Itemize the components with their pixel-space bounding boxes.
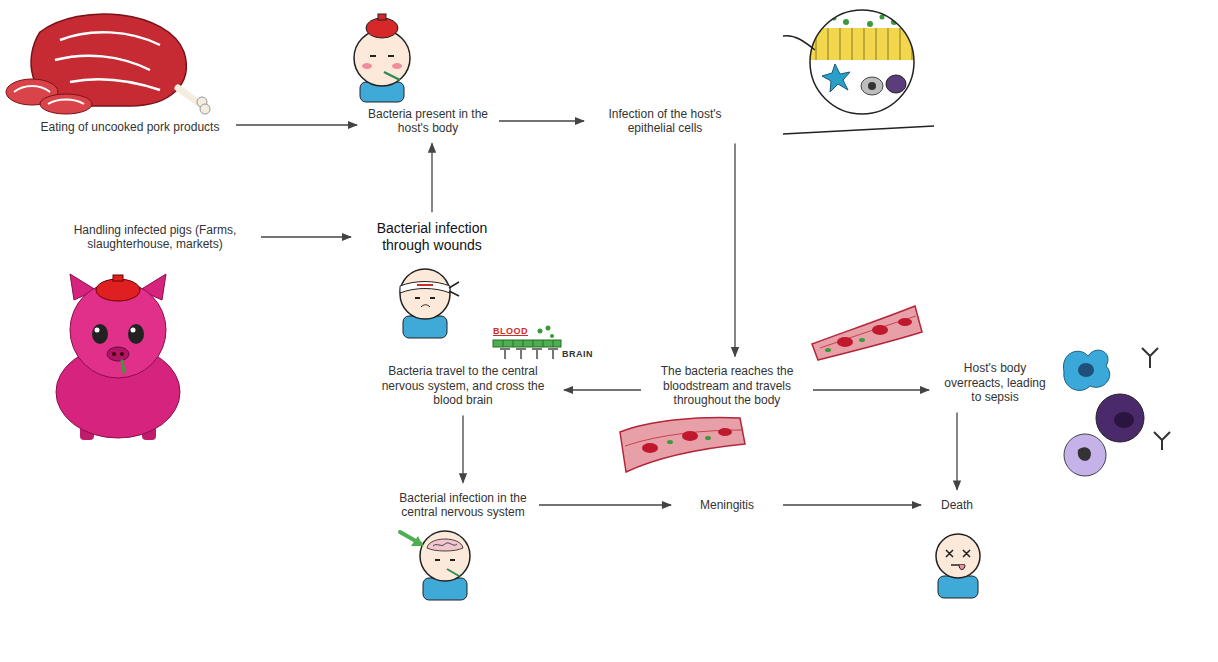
flow-step: Meningitis — [677, 496, 777, 514]
flow-arrow — [236, 124, 357, 125]
flow-step: Bacteria travel to the central nervous s… — [368, 362, 558, 409]
illustration-label: BLOOD — [493, 326, 528, 336]
flow-step: Handling infected pigs (Farms, slaughter… — [55, 221, 255, 254]
flow-arrow — [564, 389, 641, 390]
flow-arrow — [462, 416, 463, 483]
flow-step: Eating of uncooked pork products — [30, 118, 230, 136]
flow-step: Bacteria present in the host's body — [363, 105, 493, 138]
flow-arrow — [539, 504, 671, 505]
step-text: Host's body overreacts, leading to sepsi… — [939, 361, 1051, 404]
flow-arrow — [783, 504, 921, 505]
flow-step: Bacterial infection through wounds — [357, 218, 507, 256]
flow-step: Death — [927, 496, 987, 514]
step-text: Death — [931, 498, 983, 512]
illustration-label: BRAIN — [562, 349, 593, 359]
immune-cells-illustration — [1063, 348, 1170, 476]
flow-arrow — [499, 120, 584, 121]
brain-infection-person-illustration — [400, 531, 470, 600]
epithelial-cells-illustration — [783, 8, 934, 134]
flow-arrow — [431, 143, 432, 212]
step-text: Bacteria travel to the central nervous s… — [372, 364, 554, 407]
flow-arrow — [261, 236, 351, 237]
step-text: The bacteria reaches the bloodstream and… — [651, 364, 803, 407]
sick-person-illustration — [354, 14, 410, 102]
blood-brain-barrier-illustration — [493, 326, 561, 360]
flow-step: Infection of the host's epithelial cells — [590, 105, 740, 138]
flow-arrow — [734, 143, 735, 356]
step-text: Bacteria present in the host's body — [367, 107, 489, 136]
flow-step: Host's body overreacts, leading to sepsi… — [935, 359, 1055, 406]
step-text: Bacterial infection through wounds — [361, 220, 503, 254]
flow-step: The bacteria reaches the bloodstream and… — [647, 362, 807, 409]
flow-arrow — [956, 413, 957, 490]
flow-step: Bacterial infection in the central nervo… — [393, 489, 533, 522]
pork-illustration — [6, 14, 210, 114]
dead-person-illustration — [936, 534, 980, 598]
wounded-person-illustration — [400, 269, 459, 338]
flow-arrow — [813, 389, 929, 390]
step-text: Bacterial infection in the central nervo… — [397, 491, 529, 520]
step-text: Infection of the host's epithelial cells — [594, 107, 736, 136]
step-text: Meningitis — [681, 498, 773, 512]
step-text: Handling infected pigs (Farms, slaughter… — [59, 223, 251, 252]
pig-illustration — [56, 274, 180, 440]
step-text: Eating of uncooked pork products — [34, 120, 226, 134]
blood-vessel-illustration — [620, 306, 922, 472]
